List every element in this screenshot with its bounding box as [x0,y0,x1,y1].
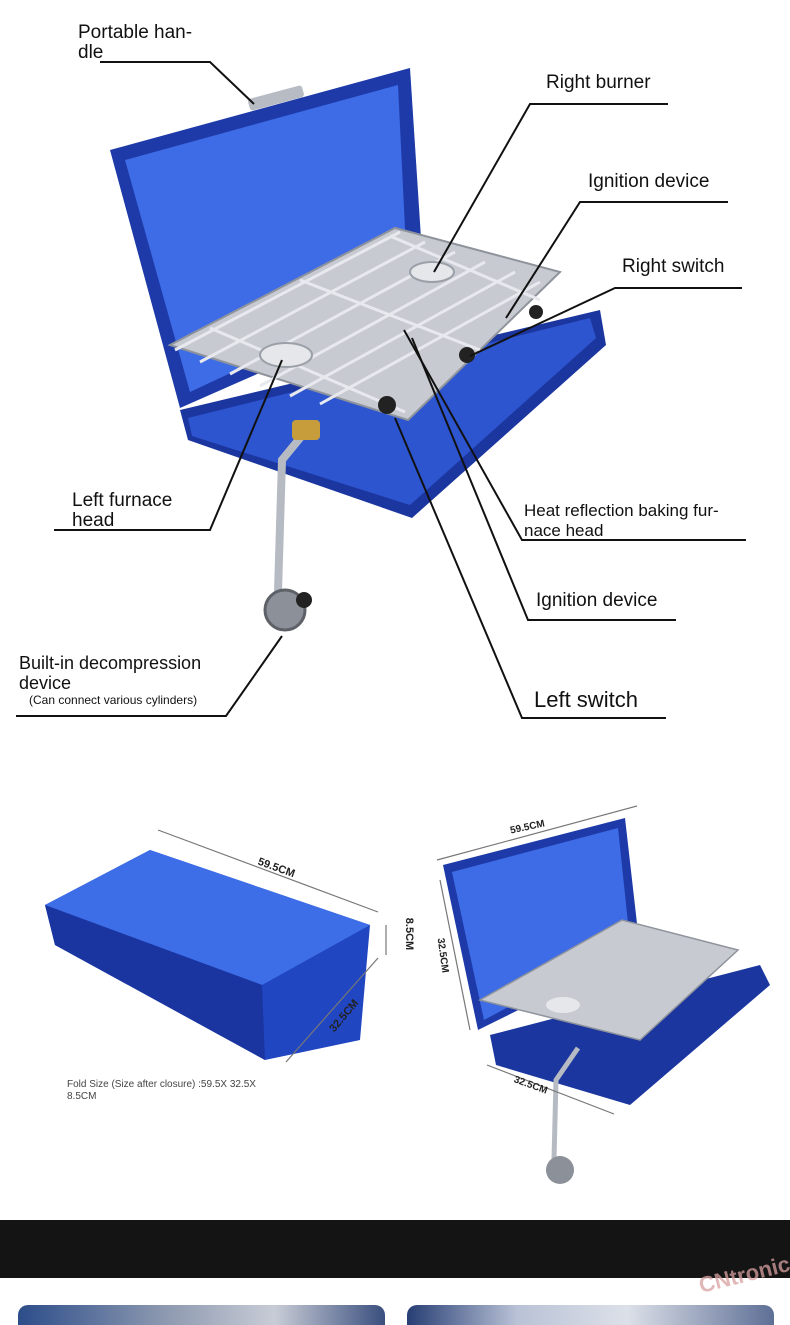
callout-ignition-device-top: Ignition device [588,171,710,192]
open-stove-pipe-small [551,1046,581,1161]
callout-right-burner: Right burner [546,72,651,93]
closed-case-side [45,905,265,1060]
closed-dimension-lines [157,829,387,1063]
callout-heat-reflection: Heat reflection baking fur- nace head [524,501,719,540]
regulator-valve [296,592,312,608]
right-switch-knob [529,305,543,319]
photo-right-preview [407,1305,774,1325]
closed-height-label: 8.5CM [403,917,416,951]
closed-case-top [45,850,370,985]
decompression-regulator [263,588,307,632]
callout-lines [16,61,746,719]
callout-can-connect: (Can connect various cylinders) [29,693,198,707]
callout-ignition-device-bottom: Ignition device [536,590,658,611]
photo-left-preview [18,1305,385,1325]
brass-connector [292,420,320,440]
left-switch-knob [378,396,396,414]
section-divider-band [0,1220,790,1278]
right-burner [409,261,455,283]
dimension-illustrations [45,805,770,1184]
callout-builtin-decompression: Built-in decompression device [19,653,202,693]
portable-handle [248,85,304,111]
open-stove-illustration [16,61,746,719]
gas-pipe [274,429,309,593]
ignition-knob [459,347,475,363]
open-dimension-lines [436,805,638,1115]
callout-left-switch: Left switch [534,687,638,712]
callout-portable-handle: Portable han- dle [78,22,193,63]
fold-size-note: Fold Size (Size after closure) :59.5X 32… [67,1079,256,1102]
open-stove-regulator-small [546,1156,574,1184]
open-stove-lid-inner-small [452,828,630,1020]
open-stove-cooktop-small [477,919,740,1041]
left-burner [259,342,313,368]
callout-left-furnace-head: Left furnace head [72,490,173,531]
callout-right-switch: Right switch [622,256,725,277]
open-stove-burner-small [546,997,580,1013]
